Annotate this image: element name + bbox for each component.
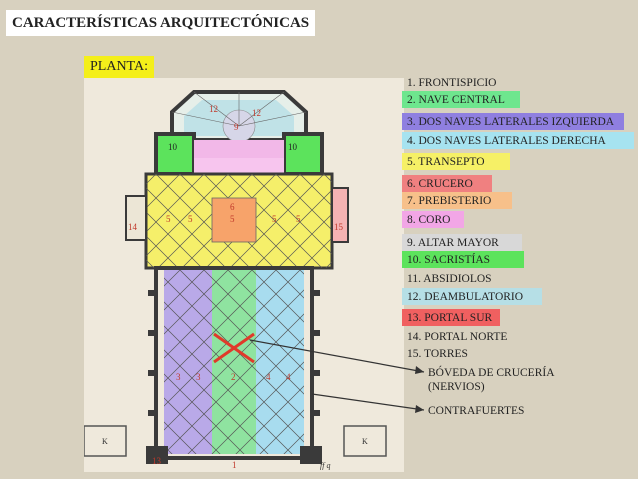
annex-left	[84, 425, 127, 457]
legend-item: 1. FRONTISPICIO	[407, 76, 497, 89]
prebisterio-area	[194, 140, 284, 158]
label-3-b: 3	[196, 372, 201, 382]
plan-signature: ff q	[320, 461, 330, 470]
sacristy-left	[154, 132, 196, 176]
arrow-boveda-head	[415, 366, 424, 374]
label-5-a: 5	[166, 214, 171, 224]
portal-sur-area	[331, 187, 349, 243]
church-floor-plan: 12 12 9 10 10 5 5 5 5 5 6 14 15 3 3 2 4 …	[84, 78, 404, 472]
label-13: 13	[152, 456, 162, 466]
annotation-boveda: BÓVEDA DE CRUCERÍA (NERVIOS)	[428, 366, 555, 394]
label-9: 9	[234, 122, 239, 132]
label-12-right: 12	[252, 108, 261, 118]
slide-title: CARACTERÍSTICAS ARQUITECTÓNICAS	[6, 10, 316, 36]
annex-right	[343, 425, 387, 457]
label-k-left: K	[102, 437, 108, 446]
apse-ribs	[171, 91, 307, 127]
label-5-b: 5	[188, 214, 193, 224]
legend-item: 7. PREBISTERIO	[402, 192, 512, 209]
label-14: 14	[128, 222, 138, 232]
naves-ribs	[164, 268, 304, 454]
annotation-boveda-line2: (NERVIOS)	[428, 381, 485, 393]
tower-right	[300, 446, 322, 464]
legend-item: 15. TORRES	[407, 347, 468, 360]
label-10-left: 10	[168, 142, 178, 152]
legend-item: 12. DEAMBULATORIO	[402, 288, 542, 305]
planta-label: PLANTA:	[84, 56, 154, 78]
label-5-d: 5	[272, 214, 277, 224]
boveda-cross-mark	[213, 332, 255, 364]
legend-item: 6. CRUCERO	[402, 175, 492, 192]
legend-item: 4. DOS NAVES LATERALES DERECHA	[402, 132, 634, 149]
label-5-c: 5	[230, 214, 235, 224]
label-5-e: 5	[296, 214, 301, 224]
label-12-left: 12	[209, 104, 218, 114]
label-15: 15	[334, 222, 344, 232]
legend-item: 10. SACRISTÍAS	[402, 251, 524, 268]
sacristy-right	[282, 132, 324, 176]
legend-item: 14. PORTAL NORTE	[407, 330, 508, 343]
tower-left	[146, 446, 168, 464]
legend-item: 3. DOS NAVES LATERALES IZQUIERDA	[402, 113, 624, 130]
arrow-contrafuertes-head	[415, 405, 424, 413]
legend-item: 2. NAVE CENTRAL	[402, 91, 520, 108]
label-6: 6	[230, 202, 235, 212]
legend-item: 9. ALTAR MAYOR	[402, 234, 522, 251]
annotation-boveda-line1: BÓVEDA DE CRUCERÍA	[428, 367, 555, 379]
annotation-contrafuertes: CONTRAFUERTES	[428, 405, 525, 417]
label-4-a: 4	[266, 372, 271, 382]
label-k-right: K	[362, 437, 368, 446]
label-1: 1	[232, 460, 237, 470]
legend-item: 5. TRANSEPTO	[402, 153, 510, 170]
label-4-b: 4	[286, 372, 291, 382]
portal-norte-area	[125, 195, 147, 241]
label-10-right: 10	[288, 142, 298, 152]
coro-area	[194, 158, 284, 174]
label-2: 2	[231, 372, 236, 382]
legend-item: 13. PORTAL SUR	[402, 309, 500, 326]
legend-item: 8. CORO	[402, 211, 464, 228]
label-3-a: 3	[176, 372, 181, 382]
legend-item: 11. ABSIDIOLOS	[407, 272, 492, 285]
buttresses	[148, 290, 320, 416]
crucero-area	[211, 197, 257, 243]
